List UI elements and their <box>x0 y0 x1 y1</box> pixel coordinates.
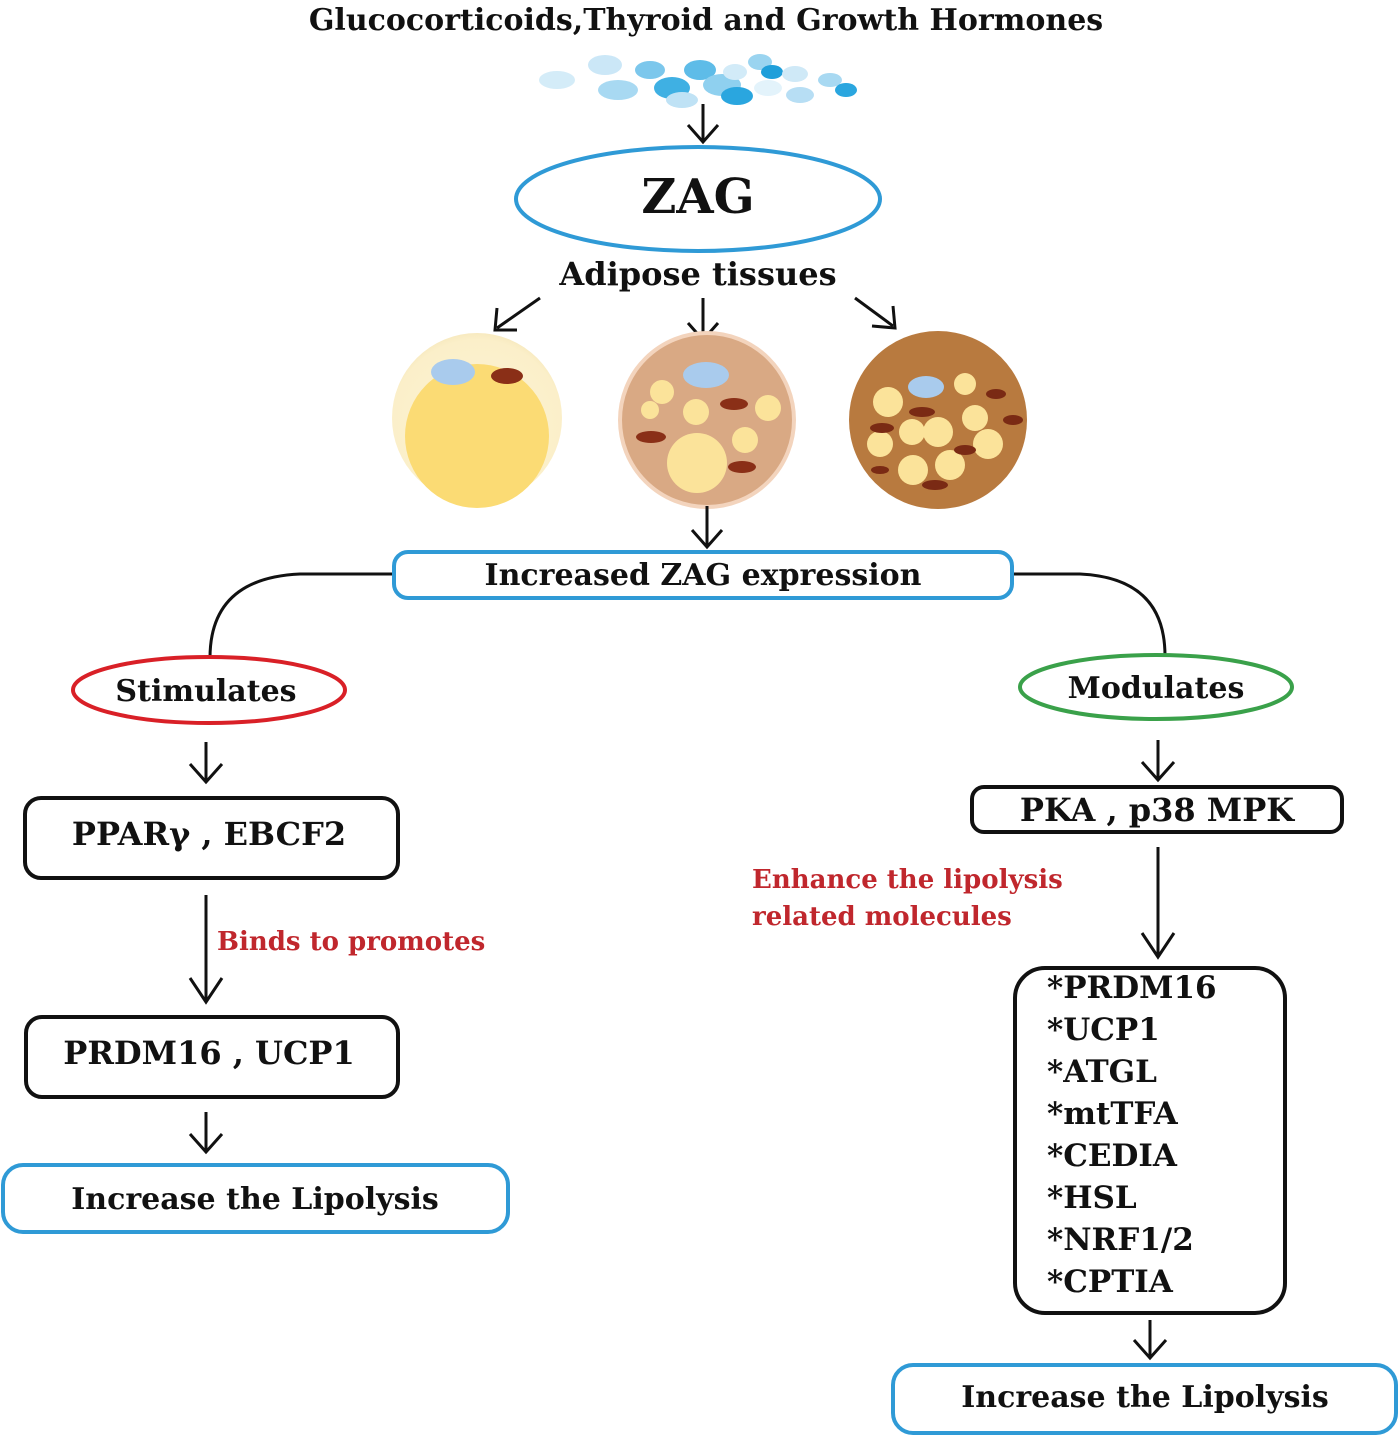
stimulates-oval <box>71 655 347 725</box>
zag-label: ZAG <box>641 169 754 225</box>
arrow-down-icon <box>1132 1320 1168 1361</box>
hormones-title: Glucocorticoids,Thyroid and Growth Hormo… <box>309 3 1103 38</box>
zag-oval <box>514 145 882 253</box>
modulates-oval <box>1018 653 1294 721</box>
pka-p38-box <box>970 785 1344 834</box>
white-adipocyte-icon <box>392 333 562 508</box>
pka-p38-label: PKA , p38 MPK <box>1020 791 1295 829</box>
arrow-down-icon <box>188 742 224 785</box>
increased-zag-expression-label: Increased ZAG expression <box>485 558 922 593</box>
right-increase-lipolysis-box <box>891 1363 1398 1435</box>
lipolysis-molecules-list: *PRDM16 *UCP1 *ATGL *mtTFA *CEDIA *HSL *… <box>1047 970 1217 1300</box>
branch-connector-left <box>208 572 394 659</box>
ppar-ebcf2-box <box>23 796 400 880</box>
hormone-droplets-icon <box>539 54 857 108</box>
arrow-down-icon <box>1140 847 1176 960</box>
prdm16-ucp1-label: PRDM16 , UCP1 <box>63 1034 354 1072</box>
molecule-item: *mtTFA <box>1047 1096 1179 1132</box>
increased-zag-expression-box <box>392 550 1014 600</box>
arrow-down-icon <box>188 895 224 1005</box>
left-increase-lipolysis-box <box>1 1163 510 1234</box>
arrow-down-icon <box>690 506 724 550</box>
molecule-item: *ATGL <box>1047 1054 1157 1090</box>
molecule-item: *NRF1/2 <box>1047 1222 1194 1258</box>
molecule-item: *PRDM16 <box>1047 970 1217 1006</box>
molecule-item: *CPTIA <box>1047 1264 1174 1300</box>
arrow-down-right-icon <box>854 296 897 330</box>
prdm16-ucp1-box <box>24 1015 400 1099</box>
brown-adipocyte-icon <box>849 331 1027 509</box>
beige-adipocyte-icon <box>618 331 796 509</box>
molecule-item: *CEDIA <box>1047 1138 1178 1174</box>
branch-connector-right <box>1012 572 1167 657</box>
left-increase-lipolysis-label: Increase the Lipolysis <box>71 1182 439 1217</box>
binds-to-promotes-annotation: Binds to promotes <box>217 927 485 957</box>
molecule-item: *UCP1 <box>1047 1012 1160 1048</box>
arrow-down-icon <box>1140 740 1176 783</box>
arrow-down-icon <box>686 104 720 145</box>
adipose-tissues-label: Adipose tissues <box>558 255 836 293</box>
molecule-item: *HSL <box>1047 1180 1137 1216</box>
arrow-down-icon <box>188 1112 224 1155</box>
modulates-label: Modulates <box>1068 671 1245 706</box>
arrow-down-left-icon <box>493 296 541 332</box>
enhance-lipolysis-annotation-line1: Enhance the lipolysis <box>752 865 1063 895</box>
right-increase-lipolysis-label: Increase the Lipolysis <box>961 1380 1329 1415</box>
enhance-lipolysis-annotation-line2: related molecules <box>752 902 1012 932</box>
stimulates-label: Stimulates <box>115 674 296 709</box>
lipolysis-molecules-box <box>1013 966 1287 1315</box>
ppar-ebcf2-label: PPARγ , EBCF2 <box>72 815 346 853</box>
